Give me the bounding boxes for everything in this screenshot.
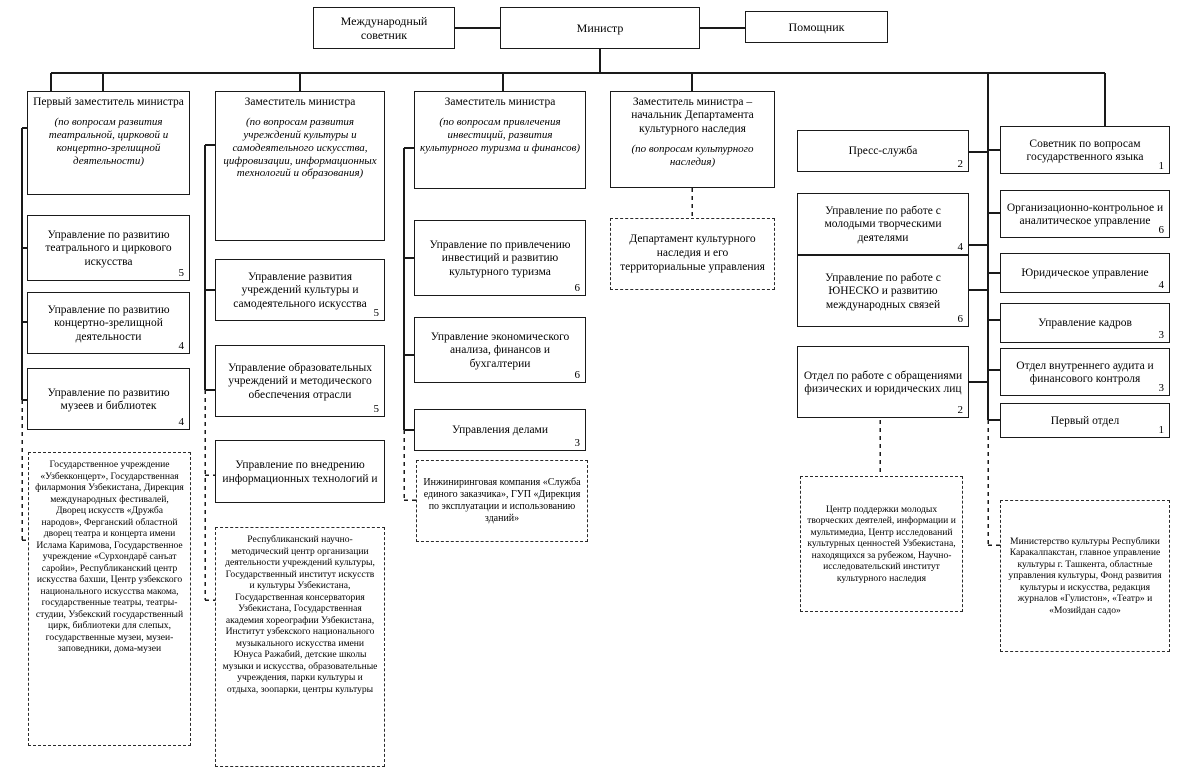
box-org-control-analytics-dept[interactable]: Организационно-контрольное и аналитическ…	[1000, 190, 1170, 238]
state-language-advisor-label: Советник по вопросам государственного яз…	[1026, 137, 1144, 163]
box-museums-libraries-dept[interactable]: Управление по развитию музеев и библиоте…	[27, 368, 190, 430]
box-state-language-advisor[interactable]: Советник по вопросам государственного яз…	[1000, 126, 1170, 174]
deputy-investment-title: Заместитель министра	[444, 96, 556, 108]
org-control-analytics-label: Организационно-контрольное и аналитическ…	[1006, 201, 1164, 227]
box-international-advisor[interactable]: Международный советник	[313, 7, 455, 49]
education-institutions-count: 5	[373, 403, 380, 415]
box-deputy-minister-heritage[interactable]: Заместитель министра – начальник Департа…	[610, 91, 775, 188]
subordinate-research-centers-label: Центр поддержки молодых творческих деяте…	[807, 503, 956, 584]
young-artists-count: 4	[957, 241, 964, 253]
box-first-dept[interactable]: Первый отдел 1	[1000, 403, 1170, 438]
box-assistant[interactable]: Помощник	[745, 11, 888, 43]
theatre-circus-count: 5	[178, 267, 185, 279]
subordinate-regional-bodies-label: Министерство культуры Республики Каракал…	[1008, 535, 1162, 616]
legal-label: Юридическое управление	[1021, 267, 1149, 280]
theatre-circus-label: Управление по развитию театрального и ци…	[45, 229, 172, 268]
box-deputy-minister-investment[interactable]: Заместитель министра (по вопросам привле…	[414, 91, 586, 189]
legal-count: 4	[1158, 279, 1165, 291]
box-affairs-dept[interactable]: Управления делами 3	[414, 409, 586, 451]
deputy-heritage-scope: (по вопросам культурного наследия)	[631, 142, 754, 168]
org-control-analytics-count: 6	[1158, 224, 1165, 236]
deputy-culture-title: Заместитель министра	[244, 96, 356, 108]
affairs-label: Управления делами	[452, 424, 548, 437]
concert-label: Управление по развитию концертно-зрелищн…	[47, 304, 170, 343]
unesco-count: 6	[957, 313, 964, 325]
education-institutions-label: Управление образовательных учреждений и …	[227, 362, 373, 401]
box-economic-analysis-dept[interactable]: Управление экономического анализа, финан…	[414, 317, 586, 383]
first-deputy-scope: (по вопросам развития театральной, цирко…	[48, 116, 169, 167]
box-unesco-dept[interactable]: Управление по работе с ЮНЕСКО и развитию…	[797, 255, 969, 327]
culture-institutions-count: 5	[373, 307, 380, 319]
state-language-advisor-count: 1	[1158, 160, 1165, 172]
museums-libraries-label: Управление по развитию музеев и библиоте…	[47, 386, 170, 412]
box-hr-dept[interactable]: Управление кадров 3	[1000, 303, 1170, 343]
economic-analysis-count: 6	[574, 369, 581, 381]
investment-tourism-count: 6	[574, 282, 581, 294]
box-subordinate-regional-bodies[interactable]: Министерство культуры Республики Каракал…	[1000, 500, 1170, 652]
internal-audit-count: 3	[1158, 382, 1165, 394]
box-heritage-department[interactable]: Департамент культурного наследия и его т…	[610, 218, 775, 290]
box-investment-tourism-dept[interactable]: Управление по привлечению инвестиций и р…	[414, 220, 586, 296]
box-education-institutions-dept[interactable]: Управление образовательных учреждений и …	[215, 345, 385, 417]
press-service-count: 2	[957, 158, 964, 170]
box-it-implementation-dept[interactable]: Управление по внедрению информационных т…	[215, 440, 385, 503]
culture-institutions-label: Управление развития учреждений культуры …	[233, 271, 367, 310]
hr-count: 3	[1158, 329, 1165, 341]
citizen-appeals-label: Отдел по работе с обращениями физических…	[803, 369, 963, 395]
subordinate-education-organizations-label: Республиканский научно-методический цент…	[222, 534, 378, 695]
heritage-department-label: Департамент культурного наследия и его т…	[620, 233, 765, 273]
box-legal-dept[interactable]: Юридическое управление 4	[1000, 253, 1170, 293]
box-deputy-minister-culture[interactable]: Заместитель министра (по вопросам развит…	[215, 91, 385, 241]
minister-label: Министр	[576, 21, 624, 36]
affairs-count: 3	[574, 437, 581, 449]
box-minister[interactable]: Министр	[500, 7, 700, 49]
box-first-deputy-minister[interactable]: Первый заместитель министра (по вопросам…	[27, 91, 190, 195]
assistant-label: Помощник	[788, 20, 845, 35]
concert-count: 4	[178, 340, 185, 352]
box-subordinate-education-organizations[interactable]: Республиканский научно-методический цент…	[215, 527, 385, 767]
box-citizen-appeals-dept[interactable]: Отдел по работе с обращениями физических…	[797, 346, 969, 418]
internal-audit-label: Отдел внутреннего аудита и финансового к…	[1016, 359, 1154, 385]
box-concert-dept[interactable]: Управление по развитию концертно-зрелищн…	[27, 292, 190, 354]
economic-analysis-label: Управление экономического анализа, финан…	[430, 331, 570, 370]
box-subordinate-engineering[interactable]: Инжиниринговая компания «Служба единого …	[416, 460, 588, 542]
box-subordinate-research-centers[interactable]: Центр поддержки молодых творческих деяте…	[800, 476, 963, 612]
young-artists-label: Управление по работе с молодыми творческ…	[824, 205, 942, 244]
box-young-artists-dept[interactable]: Управление по работе с молодыми творческ…	[797, 193, 969, 255]
museums-libraries-count: 4	[178, 416, 185, 428]
hr-label: Управление кадров	[1038, 317, 1132, 330]
subordinate-engineering-label: Инжиниринговая компания «Служба единого …	[423, 477, 581, 524]
deputy-culture-scope: (по вопросам развития учреждений культур…	[223, 116, 377, 180]
press-service-label: Пресс-служба	[848, 145, 918, 158]
investment-tourism-label: Управление по привлечению инвестиций и р…	[429, 239, 571, 278]
it-implementation-label: Управление по внедрению информационных т…	[222, 459, 378, 485]
deputy-heritage-title: Заместитель министра – начальник Департа…	[631, 96, 754, 135]
box-theatre-circus-dept[interactable]: Управление по развитию театрального и ци…	[27, 215, 190, 281]
box-press-service[interactable]: Пресс-служба 2	[797, 130, 969, 172]
first-deputy-title: Первый заместитель министра	[33, 96, 184, 108]
box-internal-audit-dept[interactable]: Отдел внутреннего аудита и финансового к…	[1000, 348, 1170, 396]
deputy-investment-scope: (по вопросам привлечения инвестиций, раз…	[420, 116, 581, 154]
international-advisor-label: Международный советник	[340, 14, 428, 42]
box-subordinate-arts-organizations[interactable]: Государственное учреждение «Узбекконцерт…	[28, 452, 191, 746]
first-dept-label: Первый отдел	[1050, 414, 1120, 427]
box-culture-institutions-dept[interactable]: Управление развития учреждений культуры …	[215, 259, 385, 321]
subordinate-arts-organizations-label: Государственное учреждение «Узбекконцерт…	[35, 459, 184, 654]
citizen-appeals-count: 2	[957, 404, 964, 416]
first-dept-count: 1	[1158, 424, 1165, 436]
unesco-label: Управление по работе с ЮНЕСКО и развитию…	[825, 272, 941, 311]
